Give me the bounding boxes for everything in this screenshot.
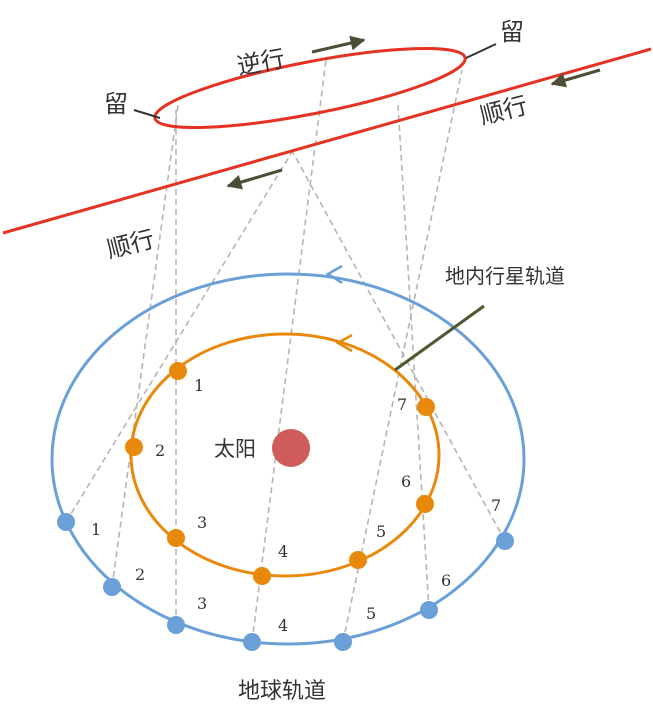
sight-line-2: [111, 104, 179, 588]
earth-label-1: 1: [91, 520, 101, 539]
sight-line-1: [65, 151, 293, 523]
prograde-arrow-right: [550, 68, 601, 88]
inner-planet-point-5: [349, 551, 367, 569]
inner-planet-point-7: [417, 398, 435, 416]
inner-planet-point-4: [253, 567, 271, 585]
inner-orbit-label: 地内行星轨道: [445, 264, 565, 288]
retrograde-loop: [153, 46, 467, 130]
inner-orbit-arrow-icon: [335, 333, 353, 353]
stationary-label-left: 留: [104, 90, 128, 118]
inner-planet-label-7: 7: [397, 395, 407, 414]
apparent-path: [2, 46, 652, 235]
earth-orbit-arrow-icon: [325, 264, 343, 285]
earth-label-5: 5: [366, 604, 376, 623]
sight-line-4: [251, 59, 327, 643]
sun-label: 太阳: [214, 437, 256, 461]
inner-orbit-pointer: [394, 304, 485, 372]
inner-planet-label-1: 1: [194, 376, 204, 395]
retrograde-label: 逆行: [235, 45, 287, 81]
sun: [272, 429, 310, 467]
prograde-line: [2, 47, 652, 235]
earth-point-2: [103, 578, 121, 596]
earth-label-4: 4: [278, 616, 288, 635]
inner-planet-point-6: [416, 495, 434, 513]
earth-label-3: 3: [197, 594, 207, 613]
earth-orbit: [50, 272, 526, 646]
earth-orbit-label: 地球轨道: [238, 679, 326, 704]
inner-planet-point-3: [167, 529, 185, 547]
inner-planet-label-3: 3: [197, 513, 207, 532]
earth-point-7: [496, 532, 514, 550]
prograde-label-left: 顺行: [104, 225, 157, 264]
inner-planet-point-2: [125, 438, 143, 456]
earth-label-2: 2: [135, 565, 145, 584]
retrograde-arrow: [311, 35, 366, 54]
earth-label-6: 6: [441, 571, 451, 590]
sight-line-7: [289, 146, 506, 542]
earth-label-7: 7: [491, 496, 501, 515]
sight-line-5: [342, 69, 463, 643]
earth-point-3: [167, 616, 185, 634]
direction-arrows: [226, 35, 601, 190]
inner-planet-label-4: 4: [278, 542, 288, 561]
inner-planet-label-6: 6: [401, 472, 411, 491]
earth-point-5: [334, 633, 352, 651]
inner-planet-points: [125, 362, 435, 585]
inner-planet-label-2: 2: [155, 441, 165, 460]
earth-point-6: [420, 601, 438, 619]
stationary-label-right: 留: [500, 18, 524, 46]
prograde-arrow-left: [226, 168, 283, 190]
earth-point-1: [57, 513, 75, 531]
stationary-pointer-left: [133, 109, 161, 119]
inner-planet-point-1: [169, 362, 187, 380]
earth-point-4: [243, 633, 261, 651]
stationary-pointer-right: [465, 43, 497, 59]
inner-planet-label-5: 5: [376, 522, 386, 541]
earth-points: [57, 513, 514, 651]
